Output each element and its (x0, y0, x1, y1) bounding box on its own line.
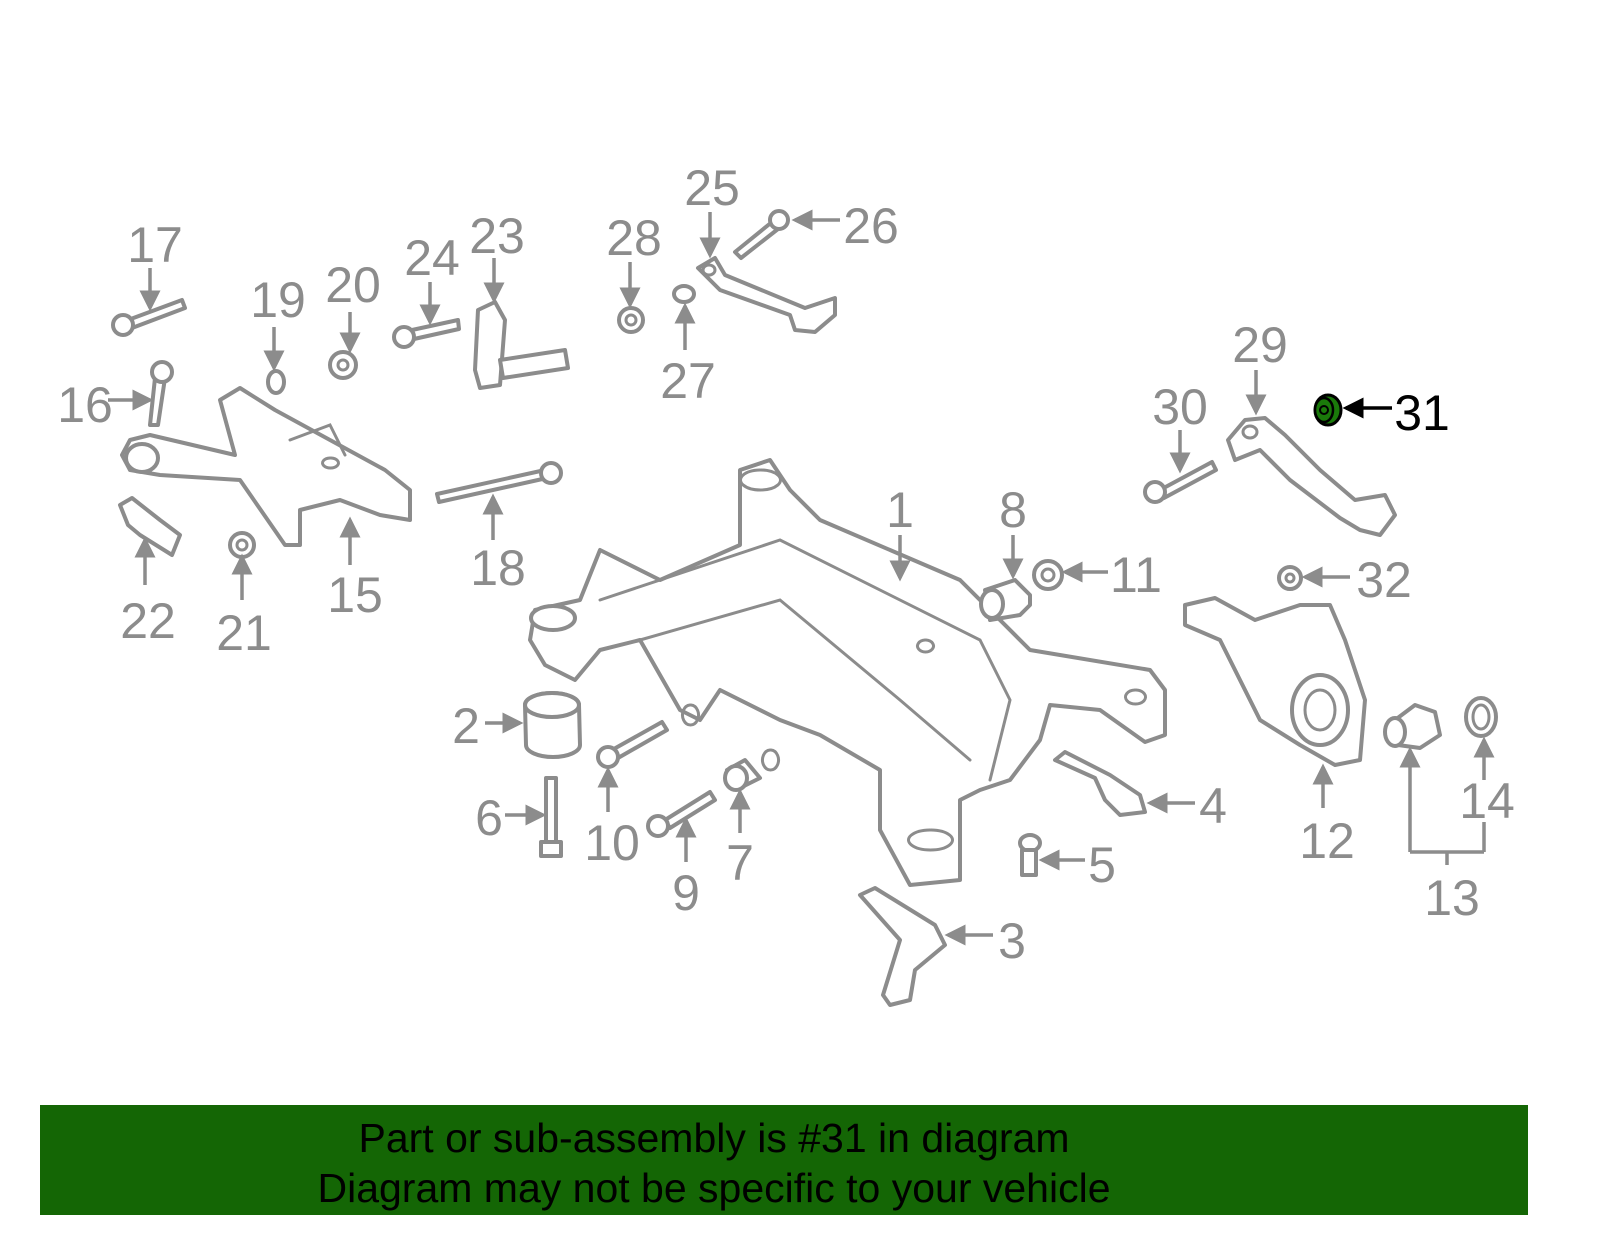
callout-23: 23 (469, 208, 525, 264)
part-16-bolt[interactable] (148, 360, 174, 427)
part-12-knuckle[interactable] (1183, 596, 1367, 767)
part-4-bracket[interactable] (1053, 750, 1147, 817)
part-6-bolt[interactable] (539, 776, 563, 858)
part-32-nut[interactable] (1277, 565, 1303, 591)
part-29-upper-arm[interactable] (1226, 416, 1397, 537)
callout-1: 1 (886, 482, 914, 538)
callout-4: 4 (1199, 778, 1227, 834)
callout-5: 5 (1088, 837, 1116, 893)
part-13-bushing[interactable] (1383, 703, 1442, 750)
part-18-bolt[interactable] (435, 461, 563, 504)
callout-12: 12 (1299, 813, 1355, 869)
callout-3: 3 (998, 913, 1026, 969)
part-19-washer[interactable] (266, 369, 286, 395)
callout-18: 18 (470, 540, 526, 596)
part-28-nut[interactable] (617, 306, 645, 334)
part-14-ring[interactable] (1464, 696, 1498, 738)
callout-16: 16 (57, 377, 113, 433)
part-2-bushing[interactable] (523, 691, 582, 759)
part-10-bolt[interactable] (596, 720, 669, 769)
callout-labels: 1 2 3 4 5 6 7 8 9 10 11 12 13 14 15 16 1… (57, 160, 1515, 969)
part-22-bracket[interactable] (118, 496, 182, 557)
callout-14: 14 (1459, 773, 1515, 829)
part-9-bolt[interactable] (646, 790, 717, 838)
callout-27: 27 (660, 353, 716, 409)
callout-29: 29 (1232, 317, 1288, 373)
part-15-control-arm[interactable] (120, 386, 412, 547)
callout-arrows (108, 209, 1495, 946)
part-25-link-arm[interactable] (696, 256, 837, 334)
part-30-bolt[interactable] (1143, 460, 1218, 504)
callout-7: 7 (726, 835, 754, 891)
callout-17: 17 (127, 217, 183, 273)
callout-32: 32 (1356, 552, 1412, 608)
callout-31-highlighted: 31 (1394, 385, 1450, 441)
banner-line-1: Part or sub-assembly is #31 in diagram (358, 1115, 1070, 1161)
part-20-nut[interactable] (328, 350, 358, 380)
callout-26: 26 (843, 198, 899, 254)
callout-10: 10 (584, 815, 640, 871)
callout-19: 19 (250, 272, 306, 328)
banner-line-2: Diagram may not be specific to your vehi… (317, 1165, 1111, 1211)
part-1-subframe[interactable] (528, 458, 1167, 887)
part-7-sleeve[interactable] (723, 758, 762, 792)
callout-8: 8 (999, 482, 1027, 538)
info-banner: Part or sub-assembly is #31 in diagram D… (40, 1105, 1528, 1215)
part-3-bracket[interactable] (858, 886, 947, 1007)
part-8-bushing[interactable] (979, 578, 1032, 622)
callout-20: 20 (325, 257, 381, 313)
part-24-bolt[interactable] (392, 318, 461, 349)
callout-9: 9 (672, 865, 700, 921)
part-17-bolt[interactable] (111, 298, 187, 337)
part-26-bolt[interactable] (733, 209, 790, 260)
callout-25: 25 (684, 160, 740, 216)
part-11-nut[interactable] (1032, 559, 1064, 591)
callout-2: 2 (452, 698, 480, 754)
part-31-nut-highlighted[interactable] (1313, 393, 1343, 427)
callout-15: 15 (327, 567, 383, 623)
part-5-clip[interactable] (1018, 833, 1042, 877)
part-27-washer[interactable] (672, 284, 696, 304)
callout-22: 22 (120, 593, 176, 649)
callout-6: 6 (475, 790, 503, 846)
part-23-link[interactable] (473, 300, 570, 390)
callout-21: 21 (216, 605, 272, 661)
part-21-nut[interactable] (228, 531, 256, 559)
callout-24: 24 (404, 230, 460, 286)
callout-30: 30 (1152, 379, 1208, 435)
callout-11: 11 (1110, 547, 1162, 603)
callout-28: 28 (606, 210, 662, 266)
callout-13: 13 (1424, 870, 1480, 926)
